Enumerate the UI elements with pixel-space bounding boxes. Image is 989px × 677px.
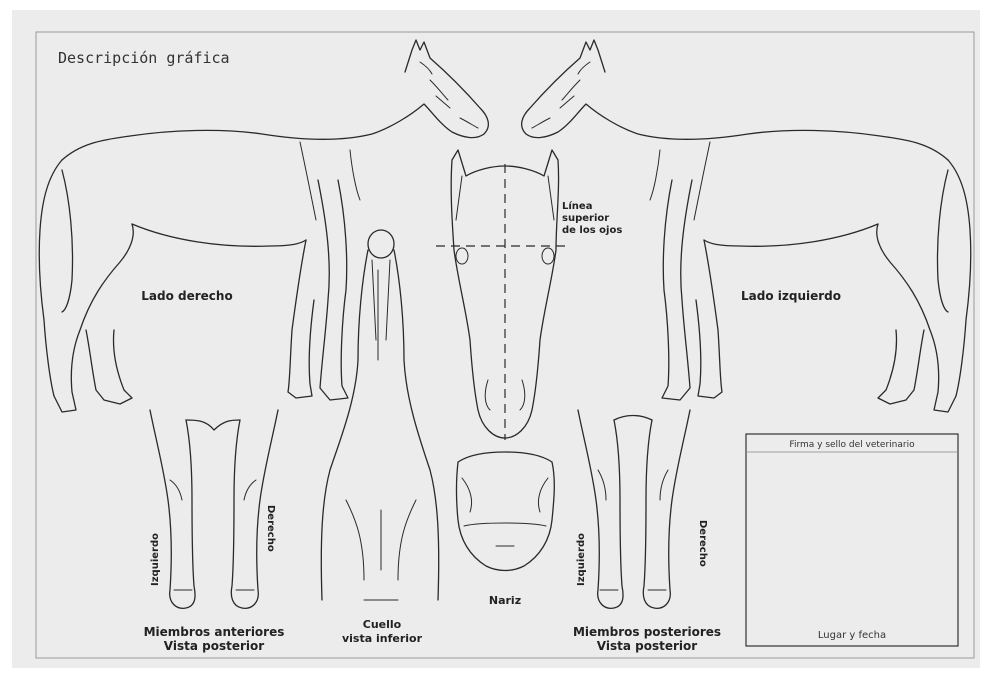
label-forelimb-right: Derecho — [265, 505, 276, 552]
label-forelimbs-caption-2: Vista posterior — [164, 639, 264, 653]
label-eye-line-2: superior — [562, 213, 609, 224]
label-hindlimb-right: Derecho — [697, 520, 708, 567]
label-hindlimbs-caption-2: Vista posterior — [597, 639, 697, 653]
label-neck-2: vista inferior — [342, 632, 423, 645]
label-nose: Nariz — [489, 594, 521, 607]
label-eye-line-1: Línea — [562, 200, 592, 212]
signature-box-footer: Lugar y fecha — [818, 630, 886, 641]
signature-box-frame — [746, 434, 958, 646]
label-eye-line-3: de los ojos — [562, 225, 622, 236]
label-forelimbs-caption-1: Miembros anteriores — [144, 625, 285, 639]
label-right-side: Lado derecho — [141, 289, 232, 303]
label-forelimb-left: Izquierdo — [150, 533, 161, 586]
label-left-side: Lado izquierdo — [741, 289, 841, 303]
signature-box-header: Firma y sello del veterinario — [789, 440, 915, 450]
label-hindlimb-left: Izquierdo — [576, 533, 587, 586]
sheet-title: Descripción gráfica — [58, 49, 230, 67]
label-neck-1: Cuello — [363, 618, 402, 631]
label-hindlimbs-caption-1: Miembros posteriores — [573, 625, 721, 639]
signature-box: Firma y sello del veterinario Lugar y fe… — [746, 434, 958, 646]
